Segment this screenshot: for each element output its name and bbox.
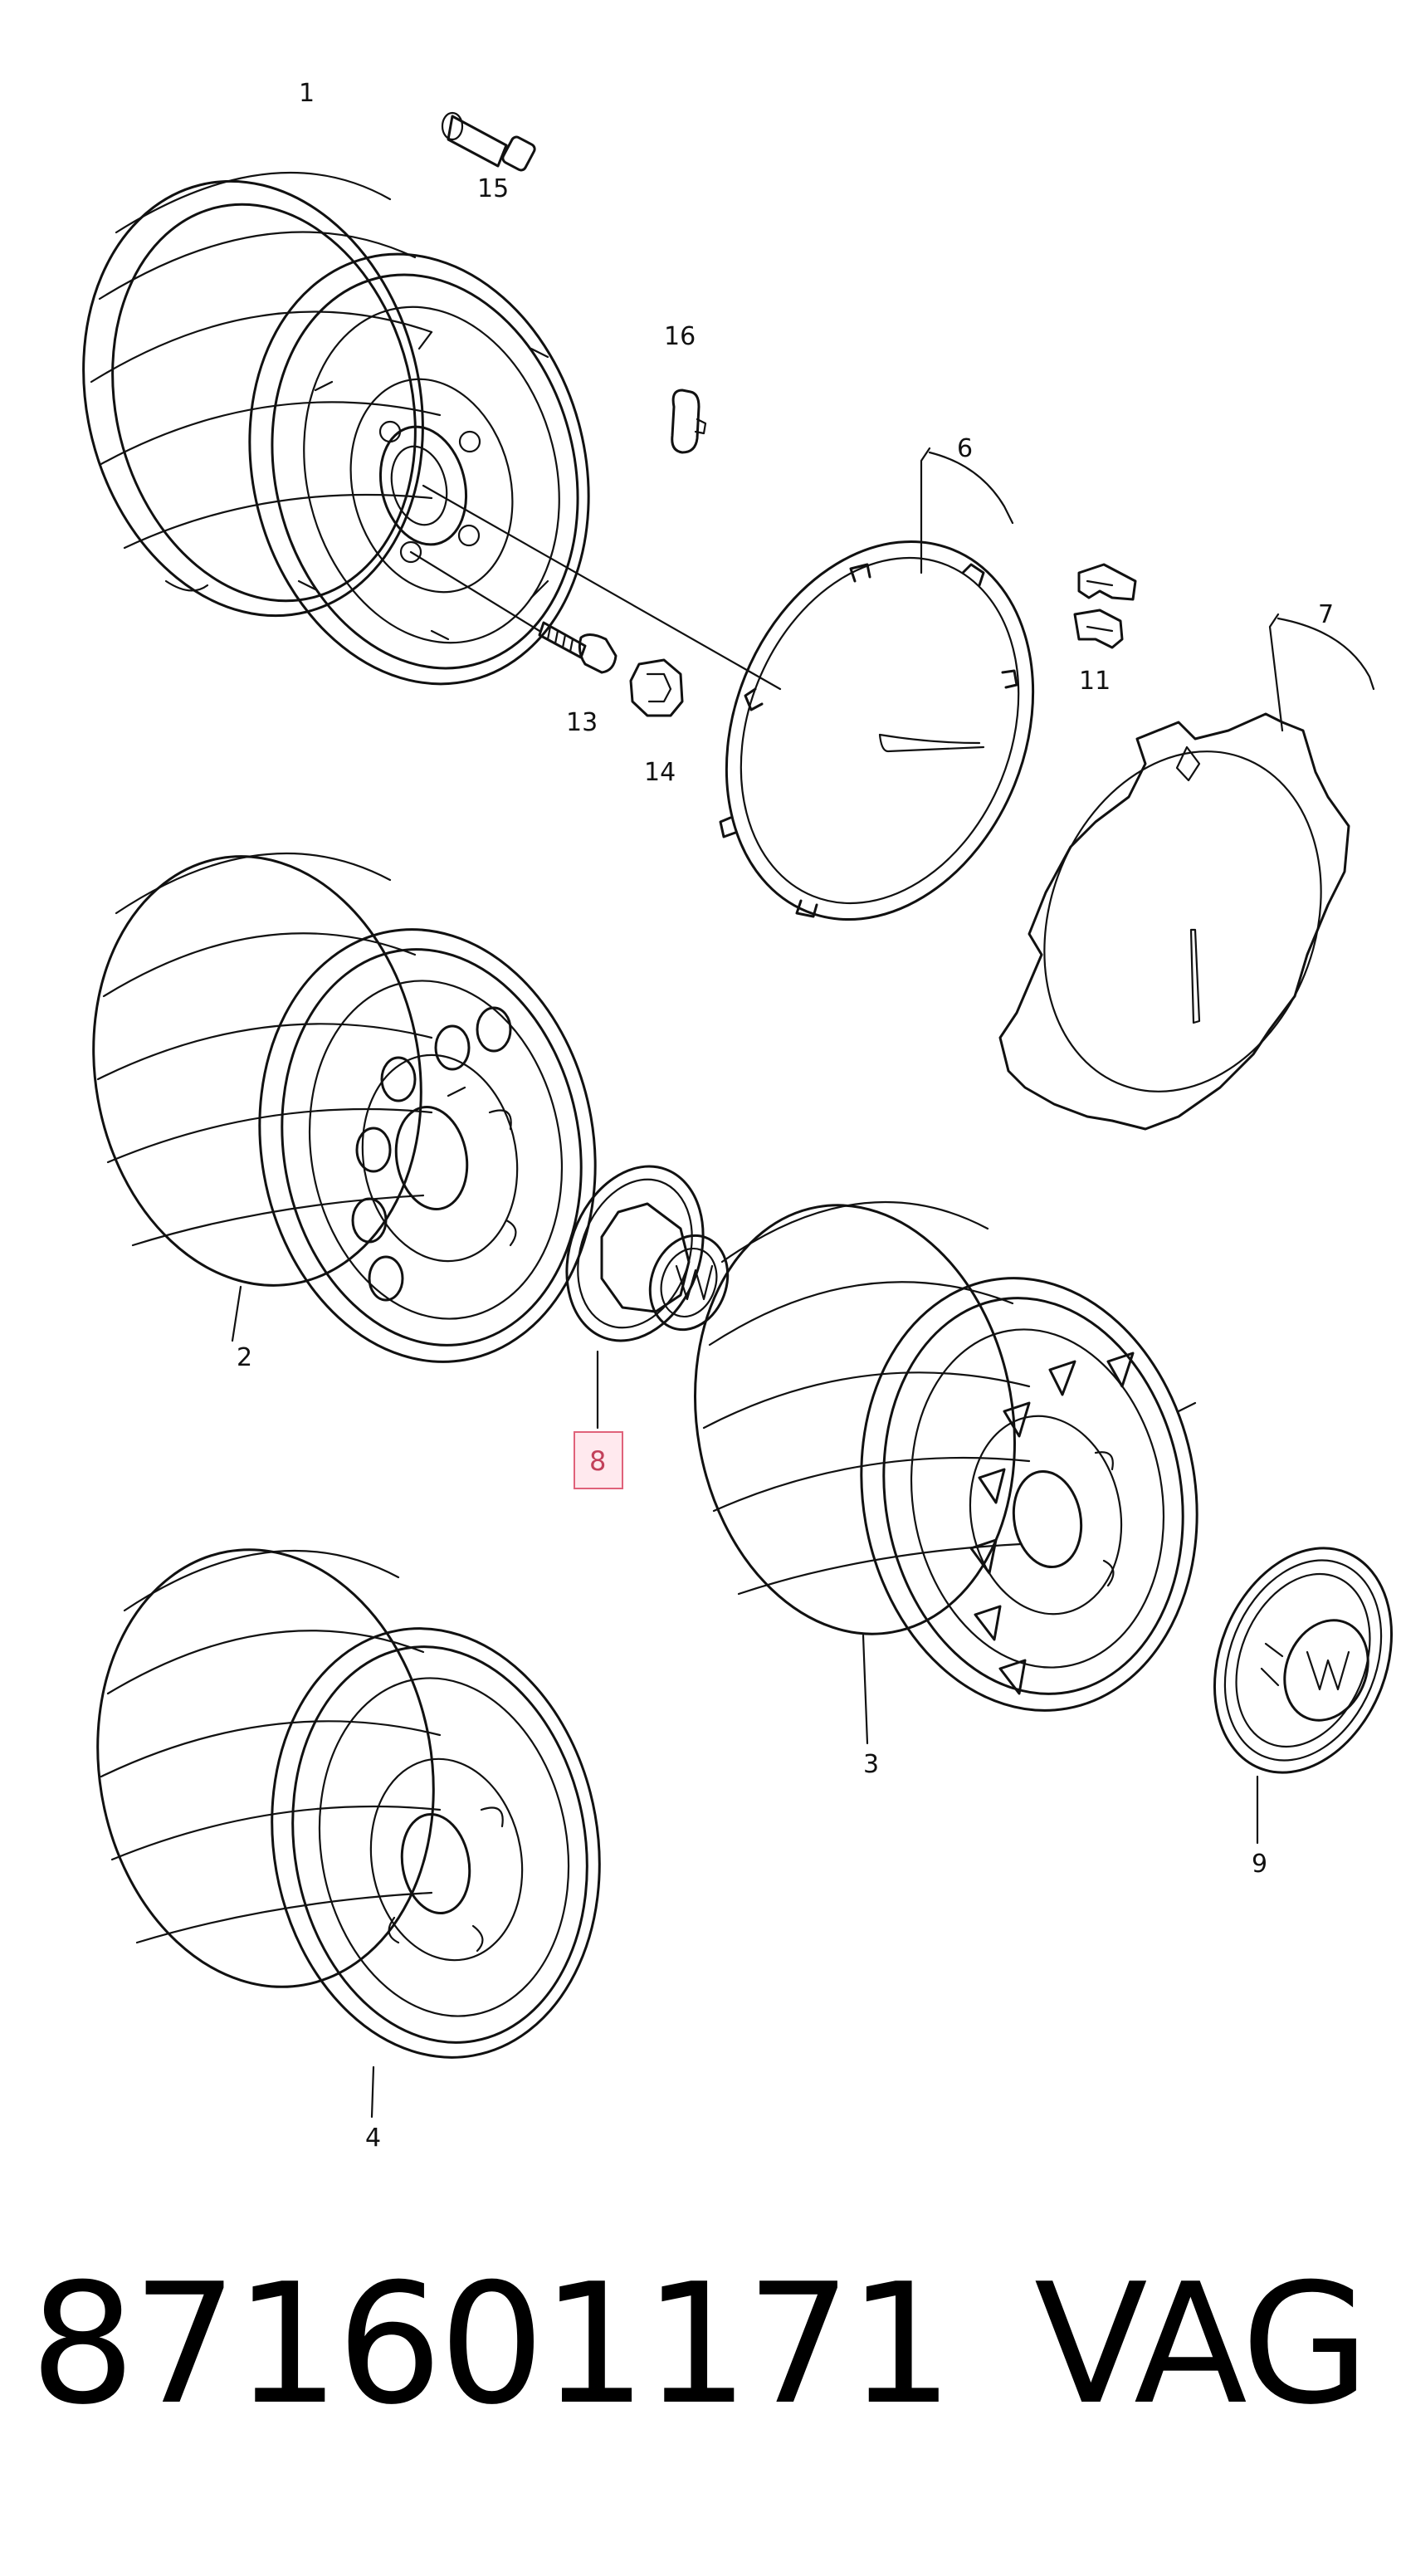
cover-7-drawing	[998, 712, 1367, 1131]
nut-14-drawing	[631, 660, 682, 716]
leader-6	[921, 448, 930, 573]
part-footer: 871601171 VAG	[30, 2248, 1374, 2442]
leader-4	[372, 2067, 373, 2117]
valve-15-drawing	[442, 113, 536, 172]
label-15: 15	[477, 174, 509, 203]
label-11: 11	[1079, 667, 1111, 696]
label-9: 9	[1252, 1850, 1267, 1879]
wheel-1-drawing	[39, 144, 633, 720]
label-3: 3	[863, 1750, 879, 1779]
label-13: 13	[566, 708, 598, 737]
label-7: 7	[1318, 600, 1334, 629]
label-2: 2	[237, 1343, 252, 1372]
wheel-4-drawing	[64, 1523, 632, 2084]
label-16: 16	[664, 322, 696, 351]
clip-11-drawing	[1075, 565, 1135, 648]
trim-ring-6-drawing	[672, 496, 1088, 966]
leader-wheel-1-to-bolt	[411, 552, 539, 631]
label-4: 4	[365, 2124, 381, 2153]
label-8: 8	[589, 1445, 606, 1477]
leader-2	[232, 1287, 241, 1341]
highlight-box	[574, 1432, 622, 1488]
brand-name: VAG	[1034, 2248, 1369, 2442]
highlighted-part-8[interactable]: 8	[574, 1432, 622, 1488]
part-number: 871601171	[30, 2248, 954, 2442]
leader-6-bracket	[930, 452, 1013, 523]
wheel-2-drawing	[61, 830, 629, 1389]
weight-16-drawing	[672, 390, 705, 452]
wheel-3-drawing	[662, 1180, 1231, 1738]
label-1: 1	[299, 79, 315, 108]
label-6: 6	[957, 434, 973, 463]
leader-7-bracket	[1278, 618, 1374, 689]
bolt-13-drawing	[539, 623, 616, 672]
hub-cap-8-drawing	[544, 1147, 740, 1360]
leader-3	[863, 1635, 867, 1743]
label-14: 14	[644, 758, 676, 787]
leader-7	[1270, 614, 1282, 731]
center-cap-9-drawing	[1183, 1522, 1401, 1800]
leader-wheel-1-to-trim-ring	[423, 486, 780, 689]
